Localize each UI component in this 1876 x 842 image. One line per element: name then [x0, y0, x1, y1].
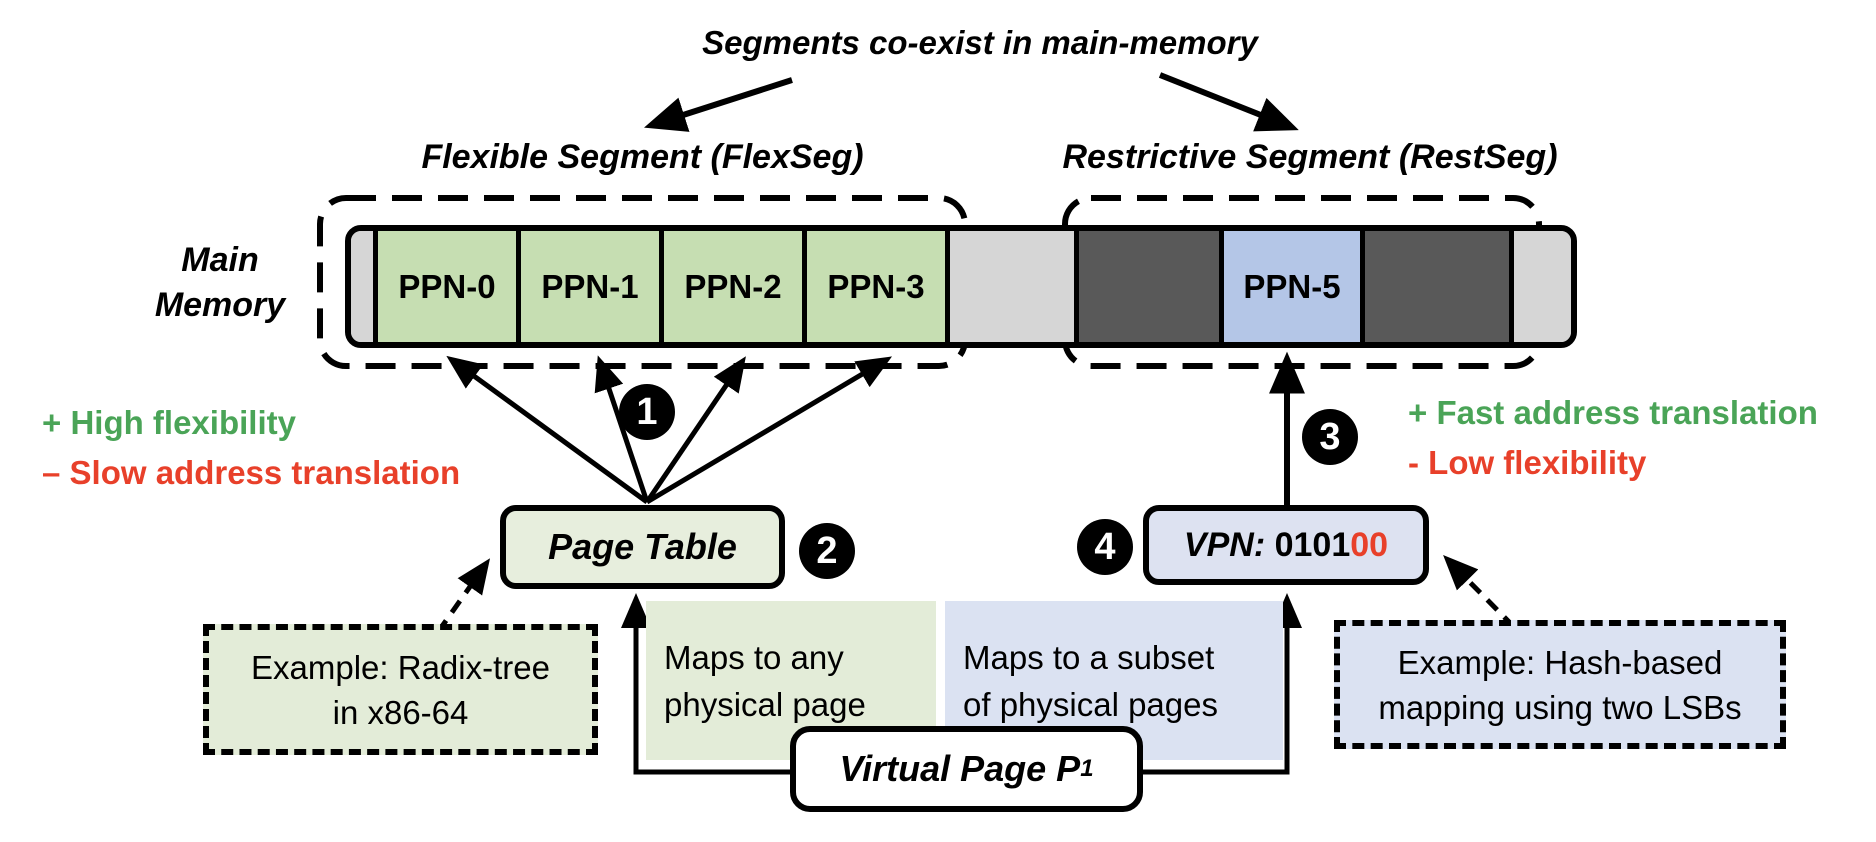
- rest-example-box: Example: Hash-based mapping using two LS…: [1334, 620, 1786, 749]
- main-memory-bar: PPN-0 PPN-1 PPN-2 PPN-3 PPN-5: [345, 225, 1577, 348]
- flex-example-box: Example: Radix-tree in x86-64: [203, 624, 598, 755]
- main-memory-label-line1: Main: [181, 241, 259, 279]
- memory-cell-gray: [1509, 231, 1571, 342]
- maps-any-line1: Maps to any: [664, 638, 844, 676]
- restseg-con-text: - Low flexibility: [1408, 444, 1647, 481]
- virtualpage-connector-vpn: [1143, 592, 1302, 775]
- restseg-pro-text: + Fast address translation: [1408, 394, 1818, 431]
- maps-any-line2: physical page: [664, 685, 866, 723]
- rest-example-dashed-arrow: [1443, 555, 1516, 629]
- vpn-space: [1265, 526, 1274, 565]
- memory-cell-gray: [351, 231, 373, 342]
- flex-example-line1: Example: Radix-tree: [251, 648, 550, 686]
- flexseg-con-text: – Slow address translation: [42, 454, 461, 491]
- memory-cell-ppn3: PPN-3: [802, 231, 945, 342]
- pagetable-arrow-ppn2: [644, 356, 746, 504]
- step-badge-2: 2: [799, 523, 855, 579]
- pagetable-arrow-ppn0: [446, 355, 649, 505]
- memory-cell-dark: [1360, 231, 1509, 342]
- flexseg-label: Flexible Segment (FlexSeg): [421, 138, 864, 176]
- step-badge-4: 4: [1077, 519, 1133, 575]
- virtualpage-connector-pagetable: [621, 592, 790, 775]
- rest-example-line1: Example: Hash-based: [1397, 643, 1723, 681]
- flex-example-dashed-arrow: [435, 558, 491, 634]
- restseg-tradeoffs: + Fast address translation - Low flexibi…: [1408, 388, 1818, 488]
- page-table-box: Page Table: [500, 505, 785, 589]
- flexseg-pro-text: + High flexibility: [42, 404, 296, 441]
- vpn-bits-red: 00: [1350, 525, 1389, 564]
- memory-cell-gray: [945, 231, 1074, 342]
- title-arrow-to-flexseg: [644, 77, 793, 132]
- maps-subset-note: Maps to a subset of physical pages: [945, 601, 1283, 760]
- maps-subset-line1: Maps to a subset: [963, 638, 1215, 676]
- step-badge-3: 3: [1302, 409, 1358, 465]
- diagram-title: Segments co-exist in main-memory: [702, 24, 1258, 61]
- memory-cell-ppn1: PPN-1: [516, 231, 659, 342]
- pagetable-arrow-ppn3: [645, 356, 893, 505]
- maps-subset-line2: of physical pages: [963, 685, 1218, 723]
- main-memory-label: Main Memory: [110, 238, 330, 328]
- step-badge-1: 1: [619, 384, 675, 440]
- flex-example-line2: in x86-64: [332, 693, 469, 731]
- virtual-page-label: Virtual Page P: [839, 748, 1081, 789]
- pagetable-arrow-ppn1: [594, 355, 650, 503]
- memory-cell-ppn2: PPN-2: [659, 231, 802, 342]
- vpn-prefix: VPN:: [1183, 525, 1266, 564]
- rest-example-line2: mapping using two LSBs: [1378, 688, 1742, 726]
- title-arrow-to-restseg: [1158, 72, 1299, 132]
- memory-cell-dark: [1074, 231, 1219, 342]
- memory-cell-ppn5: PPN-5: [1219, 231, 1360, 342]
- flexseg-tradeoffs: + High flexibility – Slow address transl…: [42, 398, 460, 498]
- memory-cell-ppn0: PPN-0: [373, 231, 516, 342]
- vpn-bits-black: 0101: [1274, 525, 1351, 564]
- restseg-label: Restrictive Segment (RestSeg): [1062, 138, 1558, 176]
- main-memory-label-line2: Memory: [154, 286, 286, 324]
